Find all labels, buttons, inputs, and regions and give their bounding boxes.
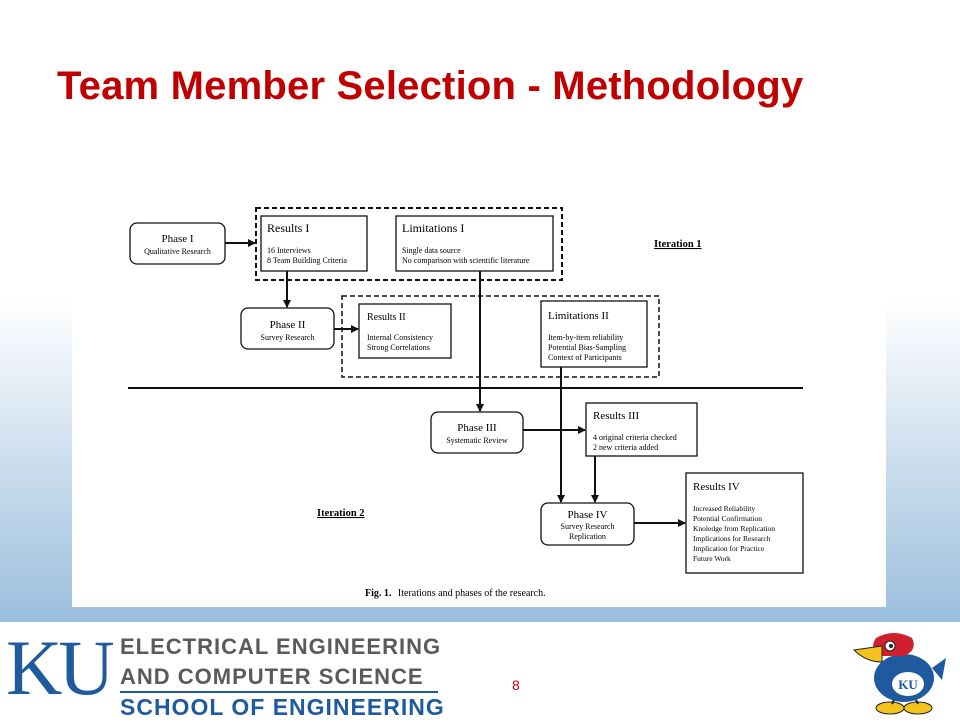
phase2-title: Phase II: [270, 319, 306, 331]
results3-item: 4 original criteria checked: [593, 433, 677, 442]
phase3-title: Phase III: [457, 422, 497, 434]
ku-logo-mark: KU: [6, 632, 114, 700]
limitations2-item: Potential Bias-Sampling: [548, 343, 626, 352]
phase4-line3: Replication: [569, 532, 606, 541]
page-number: 8: [512, 677, 520, 693]
methodology-figure: Phase I Qualitative Research Results I 1…: [72, 190, 886, 607]
limitations2-item: Context of Participants: [548, 353, 622, 362]
results2-item: Internal Consistency: [367, 333, 433, 342]
figure-caption: Fig. 1. Iterations and phases of the res…: [365, 588, 546, 599]
iteration1-group-frame-2: [341, 295, 660, 378]
results4-item: Implications for Research: [693, 534, 771, 543]
phase1-box: Phase I Qualitative Research: [129, 222, 226, 265]
school-name: SCHOOL OF ENGINEERING: [120, 694, 445, 720]
results2-box: Results II Internal Consistency Strong C…: [358, 303, 452, 359]
footer-divider: [120, 691, 438, 693]
figure-caption-label: Fig. 1.: [365, 588, 392, 599]
jayhawk-mascot-drawing: KU: [852, 633, 946, 715]
ku-logo: KU: [6, 632, 114, 700]
phase1-title: Phase I: [161, 233, 193, 245]
dept-name-line2: AND COMPUTER SCIENCE: [120, 664, 424, 689]
mascot-badge-text: KU: [898, 677, 918, 692]
results3-title: Results III: [593, 410, 639, 422]
results1-box: Results I 16 Interviews 8 Team Building …: [260, 215, 368, 272]
iteration2-label: Iteration 2: [317, 508, 365, 519]
phase2-subtitle: Survey Research: [261, 333, 315, 342]
results4-item: Increased Reliability: [693, 504, 756, 513]
iteration1-label: Iteration 1: [654, 239, 702, 250]
methodology-diagram: Phase I Qualitative Research Results I 1…: [128, 207, 804, 599]
results1-title: Results I: [267, 221, 309, 235]
dept-name-line1: ELECTRICAL ENGINEERING: [120, 634, 442, 659]
results4-item: Future Work: [693, 554, 731, 563]
ku-logo-text: KU: [6, 632, 113, 700]
limitations2-box: Limitations II Item-by-item reliability …: [540, 300, 648, 368]
slide-title: Team Member Selection - Methodology: [57, 64, 804, 108]
phase4-line2: Survey Research: [561, 522, 615, 531]
results1-item: 8 Team Building Criteria: [267, 256, 347, 265]
phase3-box: Phase III Systematic Review: [430, 411, 524, 454]
results4-box: Results IV Increased Reliability Potenti…: [685, 472, 804, 574]
limitations1-item: Single data source: [402, 246, 461, 255]
limitations1-item: No comparison with scientific literature: [402, 256, 530, 265]
results3-box: Results III 4 original criteria checked …: [585, 402, 698, 457]
results3-item: 2 new criteria added: [593, 443, 658, 452]
results4-item: Knoledge from Replication: [693, 524, 775, 533]
phase2-box: Phase II Survey Research: [240, 307, 335, 350]
limitations2-item: Item-by-item reliability: [548, 333, 623, 342]
slide-footer: [0, 622, 960, 720]
iteration1-group-frame: [255, 207, 563, 281]
phase4-box: Phase IV Survey Research Replication: [540, 502, 635, 546]
results4-item: Potential Confirmation: [693, 514, 762, 523]
results2-item: Strong Correlations: [367, 343, 430, 352]
phase3-subtitle: Systematic Review: [446, 436, 508, 445]
results1-item: 16 Interviews: [267, 246, 311, 255]
limitations1-title: Limitations I: [402, 221, 464, 235]
results4-title: Results IV: [693, 481, 740, 493]
phase1-subtitle: Qualitative Research: [144, 247, 211, 256]
phase4-title: Phase IV: [567, 509, 607, 521]
results4-item: Implication for Practice: [693, 544, 765, 553]
figure-caption-text: Iterations and phases of the research.: [398, 588, 546, 599]
limitations2-title: Limitations II: [548, 310, 609, 322]
limitations1-box: Limitations I Single data source No comp…: [395, 215, 554, 272]
results2-title: Results II: [367, 312, 406, 323]
jayhawk-mascot-icon: KU: [846, 628, 950, 723]
